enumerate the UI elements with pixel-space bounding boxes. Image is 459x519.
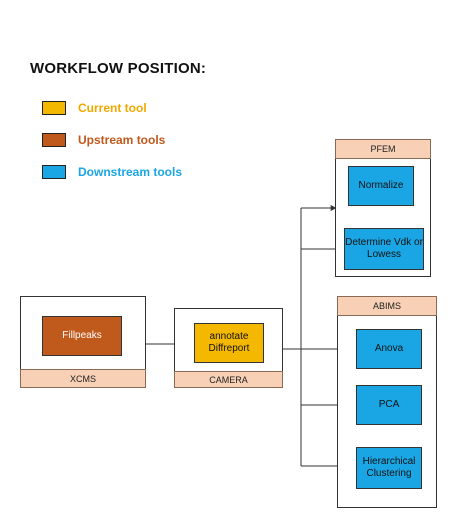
node-anova[interactable]: Anova [356,329,422,369]
group-abims-label: ABIMS [337,296,437,316]
legend-current-label: Current tool [78,101,147,115]
node-determine-vdk-or-lowess[interactable]: Determine Vdk or Lowess [344,228,424,270]
legend-upstream-swatch [42,133,66,147]
node-fillpeaks[interactable]: Fillpeaks [42,316,122,356]
group-pfem: PFEM Normalize Determine Vdk or Lowess [335,139,431,277]
node-hierarchical-clustering[interactable]: Hierarchical Clustering [356,447,422,489]
page-title: WORKFLOW POSITION: [30,60,207,77]
legend-downstream-label: Downstream tools [78,165,183,179]
group-camera: annotate Diffreport CAMERA [174,308,283,388]
group-xcms-label: XCMS [20,369,146,388]
group-pfem-label: PFEM [335,139,431,159]
legend-current-swatch [42,101,66,115]
group-abims: ABIMS Anova PCA Hierarchical Clustering [337,296,437,508]
node-pca[interactable]: PCA [356,385,422,425]
group-xcms: Fillpeaks XCMS [20,296,146,388]
node-normalize[interactable]: Normalize [348,166,414,206]
legend-upstream-label: Upstream tools [78,133,166,147]
node-annotate-diffreport[interactable]: annotate Diffreport [194,323,264,363]
group-camera-label: CAMERA [174,371,283,388]
legend-downstream-swatch [42,165,66,179]
